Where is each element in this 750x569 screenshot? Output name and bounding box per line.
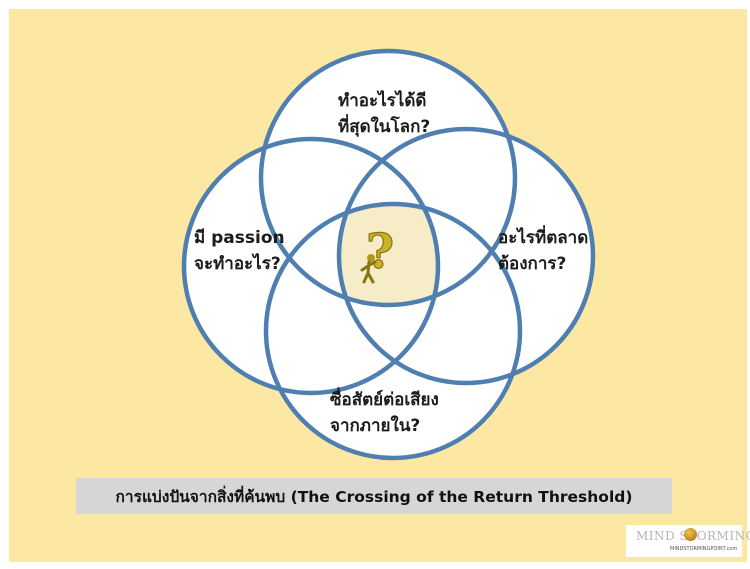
circle-fills	[184, 51, 593, 458]
caption-bar: การแบ่งปันจากสิ่งที่ค้นพบ (The Crossing …	[76, 478, 672, 514]
question-figure-icon: ?	[360, 223, 395, 284]
label-left: มี passion จะทำอะไร?	[194, 225, 285, 277]
center-question-mark: ?	[366, 224, 394, 280]
circle-bottom-outline	[263, 201, 523, 461]
label-right: อะไรที่ตลาด ต้องการ?	[498, 225, 588, 277]
caption-text: การแบ่งปันจากสิ่งที่ค้นพบ (The Crossing …	[115, 487, 633, 506]
label-right-line1: อะไรที่ตลาด	[498, 228, 589, 248]
label-left-line2: จะทำอะไร?	[194, 254, 281, 274]
label-top-line1: ทำอะไรได้ดี	[338, 91, 427, 111]
label-left-line1: มี passion	[194, 228, 285, 248]
circle-right-outline	[336, 126, 596, 386]
circle-top-outline	[258, 48, 518, 308]
label-right-line2: ต้องการ?	[498, 254, 567, 274]
brand-logo: MIND STORMING MINDSTORMINGPOINT.com	[626, 525, 750, 557]
logo-ball-icon	[684, 528, 697, 541]
label-bottom-line2: จากภายใน?	[330, 416, 421, 436]
logo-subtext: MINDSTORMINGPOINT.com	[670, 546, 738, 552]
label-top: ทำอะไรได้ดี ที่สุดในโลก?	[338, 88, 430, 140]
label-bottom: ซื่อสัตย์ต่อเสียง จากภายใน?	[330, 387, 439, 439]
label-top-line2: ที่สุดในโลก?	[338, 117, 431, 137]
circle-left-outline	[181, 136, 441, 396]
circle-bottom-fill	[266, 204, 520, 458]
label-bottom-line1: ซื่อสัตย์ต่อเสียง	[330, 390, 439, 410]
